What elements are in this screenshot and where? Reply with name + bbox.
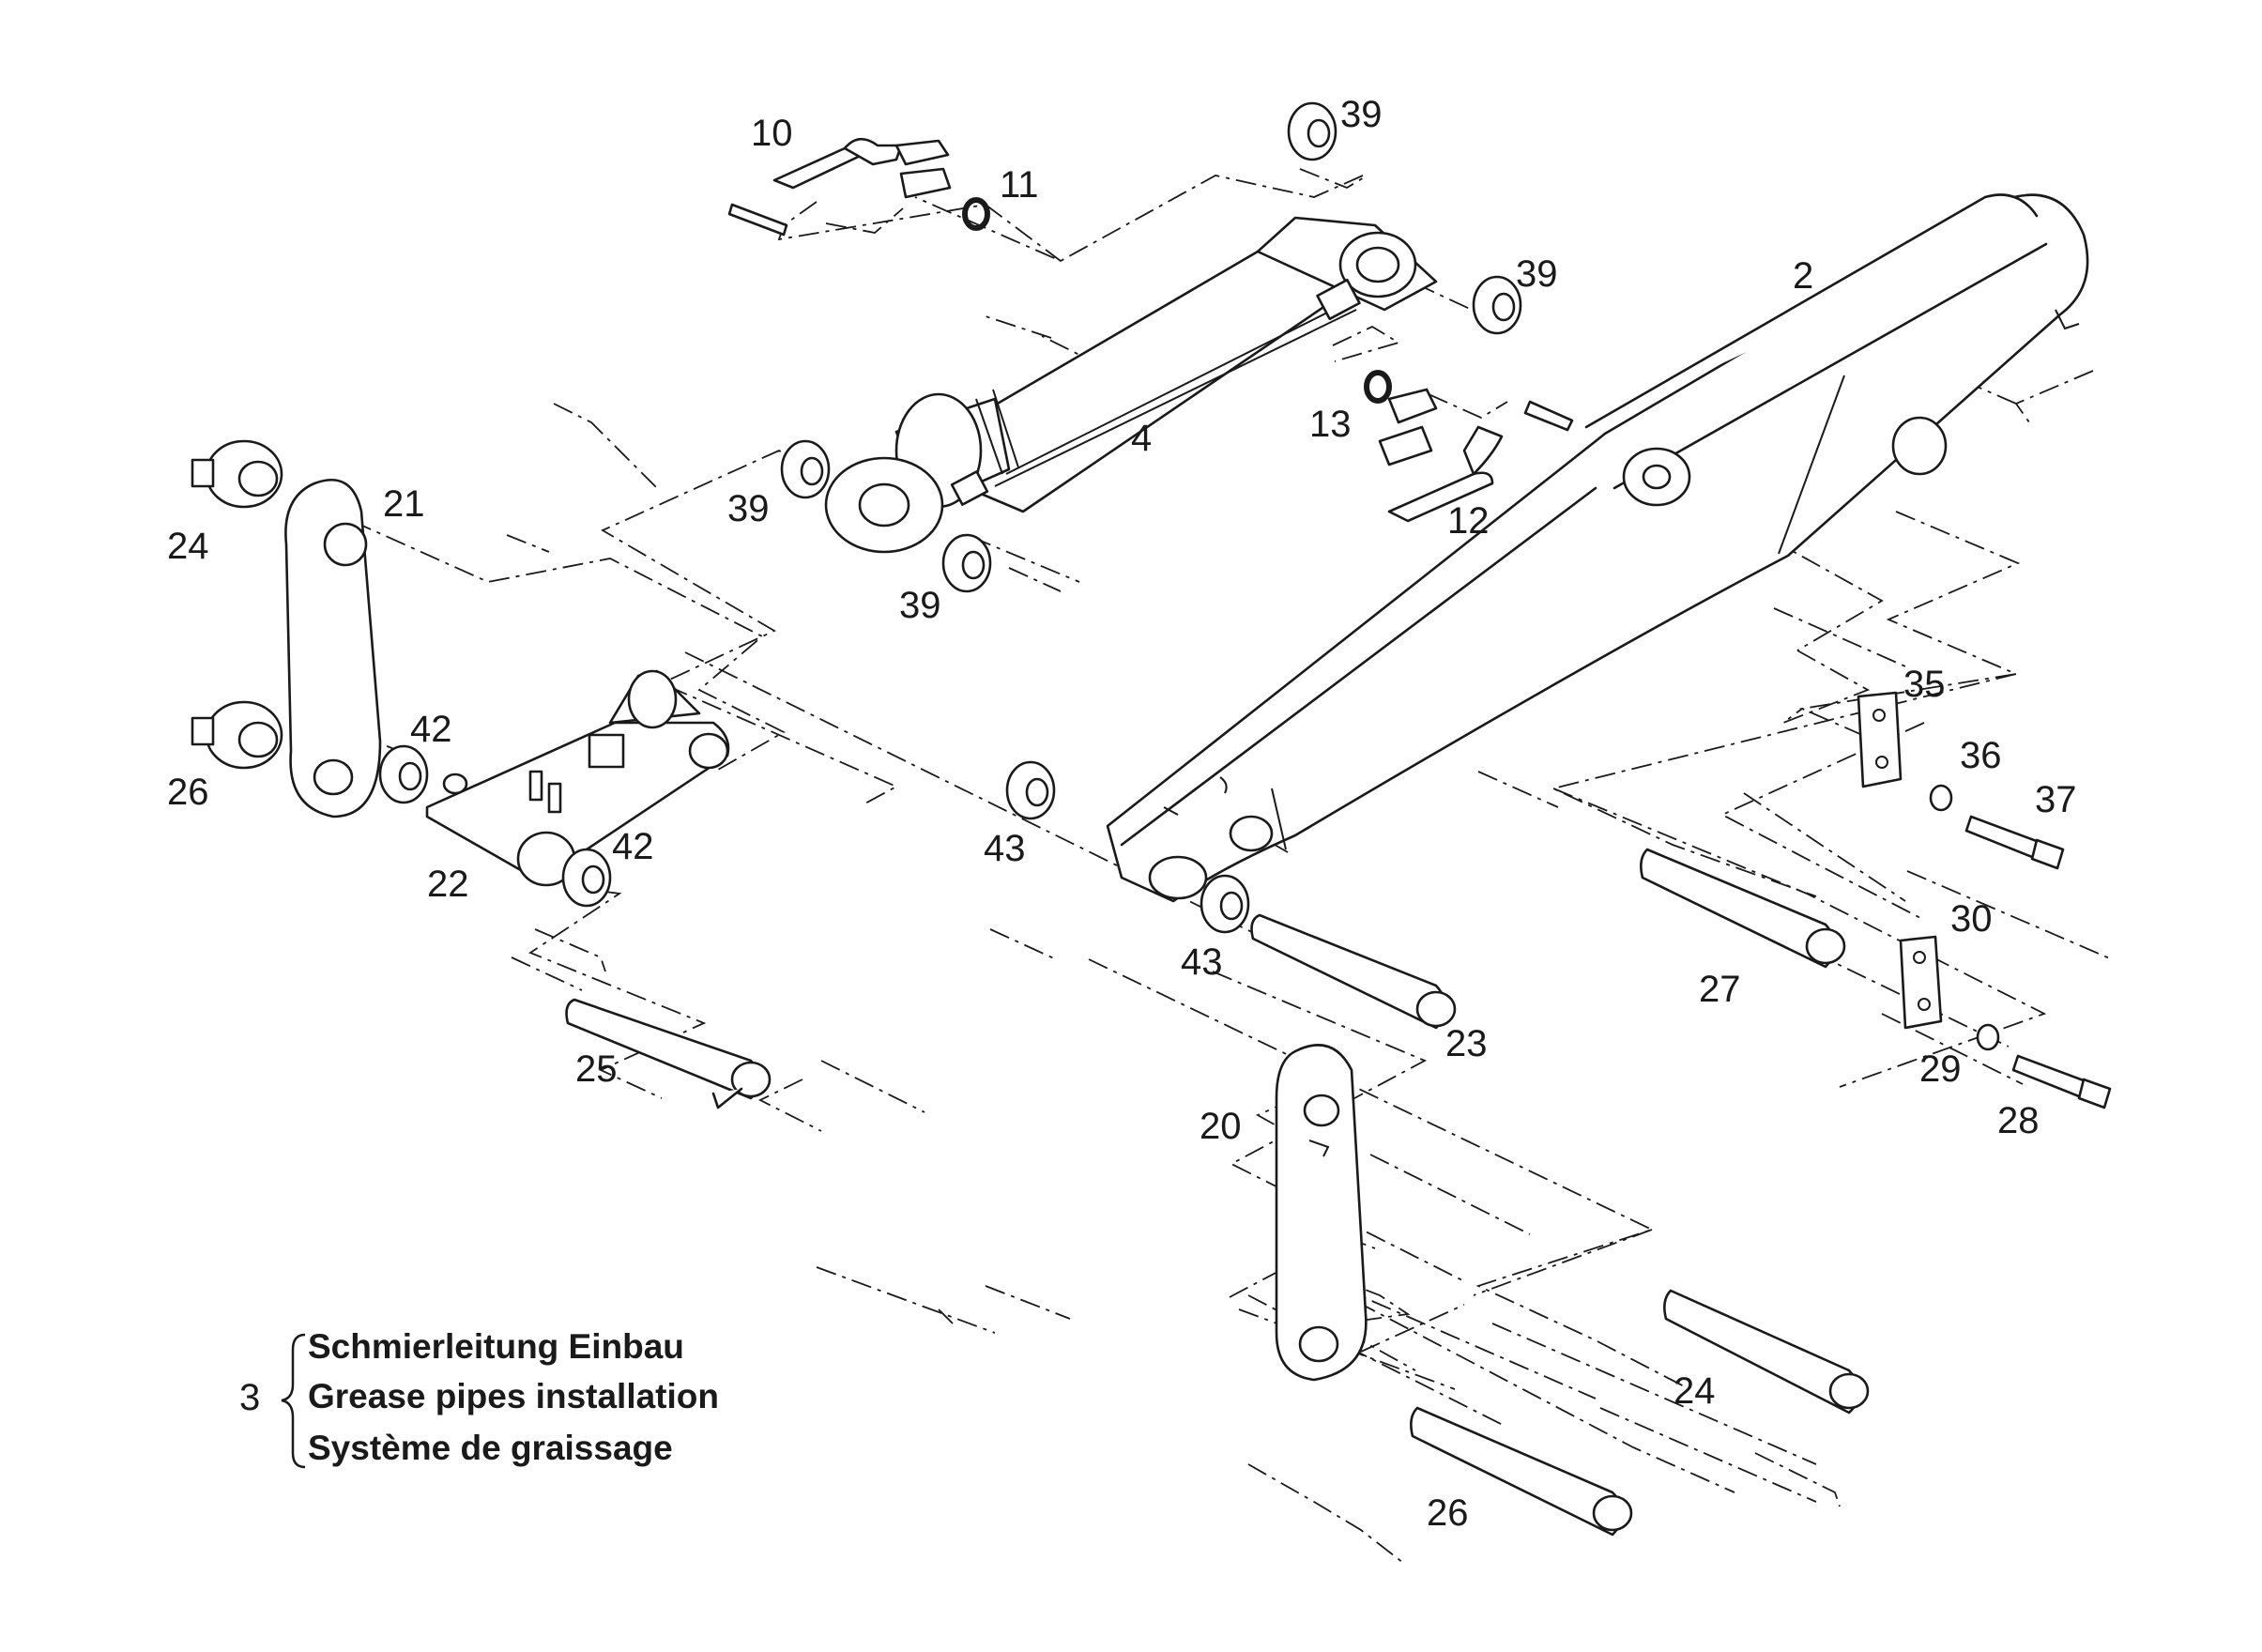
legend-line-fr: Système de graissage xyxy=(308,1429,673,1467)
pin-part-27 xyxy=(1640,848,1846,969)
callout-43-lower: 43 xyxy=(1181,941,1223,983)
legend-brace xyxy=(281,1333,306,1469)
callout-35: 35 xyxy=(1903,664,1946,705)
legend-line-de: Schmierleitung Einbau xyxy=(308,1327,684,1366)
callout-21: 21 xyxy=(383,483,425,525)
callout-11: 11 xyxy=(1000,164,1039,206)
bolt-part-10-screw xyxy=(727,203,788,237)
callout-25: 25 xyxy=(575,1048,618,1090)
callout-39-left: 39 xyxy=(727,488,770,529)
callout-13: 13 xyxy=(1309,404,1352,445)
callout-22: 22 xyxy=(427,864,469,905)
cylinder-part-4 xyxy=(824,216,1438,554)
callout-29: 29 xyxy=(1919,1048,1962,1090)
pin-part-26-lower xyxy=(1410,1406,1633,1537)
legend-line-en: Grease pipes installation xyxy=(308,1377,719,1415)
callout-20: 20 xyxy=(1200,1106,1242,1147)
oring-part-13 xyxy=(1364,370,1392,404)
pin-part-24-lower xyxy=(1663,1289,1870,1415)
plate-part-30 xyxy=(1899,935,1943,1030)
callout-26-upper: 26 xyxy=(167,772,209,813)
callout-26-lower: 26 xyxy=(1427,1492,1469,1534)
callout-36: 36 xyxy=(1960,735,2002,776)
callout-2: 2 xyxy=(1793,255,1813,297)
callout-4: 4 xyxy=(1131,418,1152,459)
washers xyxy=(378,101,2000,1051)
fitting-part-10 xyxy=(772,137,952,199)
boom-part-2 xyxy=(1106,193,2089,903)
bolt-part-12-screw xyxy=(1523,400,1574,432)
callout-39-bottom: 39 xyxy=(899,585,941,626)
callout-labels: 10 11 39 39 2 13 12 4 39 39 21 24 42 26 … xyxy=(167,94,2077,1534)
callout-39-top: 39 xyxy=(1340,94,1383,135)
pin-part-25 xyxy=(565,998,772,1109)
callout-39-right: 39 xyxy=(1516,253,1558,295)
bolt-part-28 xyxy=(2011,1054,2112,1109)
bolt-part-37 xyxy=(1964,815,2065,870)
callout-37: 37 xyxy=(2035,779,2077,820)
callout-23: 23 xyxy=(1445,1023,1488,1064)
link-part-20 xyxy=(1275,1044,1368,1382)
bushing-part-26 xyxy=(191,700,283,770)
callout-30: 30 xyxy=(1950,898,1993,940)
bushing-part-24 xyxy=(191,439,283,509)
callout-24-lower: 24 xyxy=(1674,1370,1716,1412)
callout-24-upper: 24 xyxy=(167,526,209,567)
fitting-part-12 xyxy=(1378,388,1504,523)
plate-part-35 xyxy=(1857,691,1903,788)
link-part-21 xyxy=(284,478,382,818)
pin-part-23 xyxy=(1250,913,1457,1030)
legend-item-3: 3 Schmierleitung Einbau Grease pipes ins… xyxy=(239,1327,719,1469)
oring-part-11 xyxy=(962,197,990,231)
callout-42-upper: 42 xyxy=(410,709,452,750)
cross-member-part-22 xyxy=(425,669,730,887)
callout-43-upper: 43 xyxy=(984,828,1026,869)
callout-10: 10 xyxy=(751,113,793,154)
callout-42-lower: 42 xyxy=(612,826,654,867)
callout-28: 28 xyxy=(1997,1100,2040,1141)
callout-12: 12 xyxy=(1447,500,1490,542)
legend-number: 3 xyxy=(239,1377,260,1418)
callout-27: 27 xyxy=(1699,969,1741,1010)
